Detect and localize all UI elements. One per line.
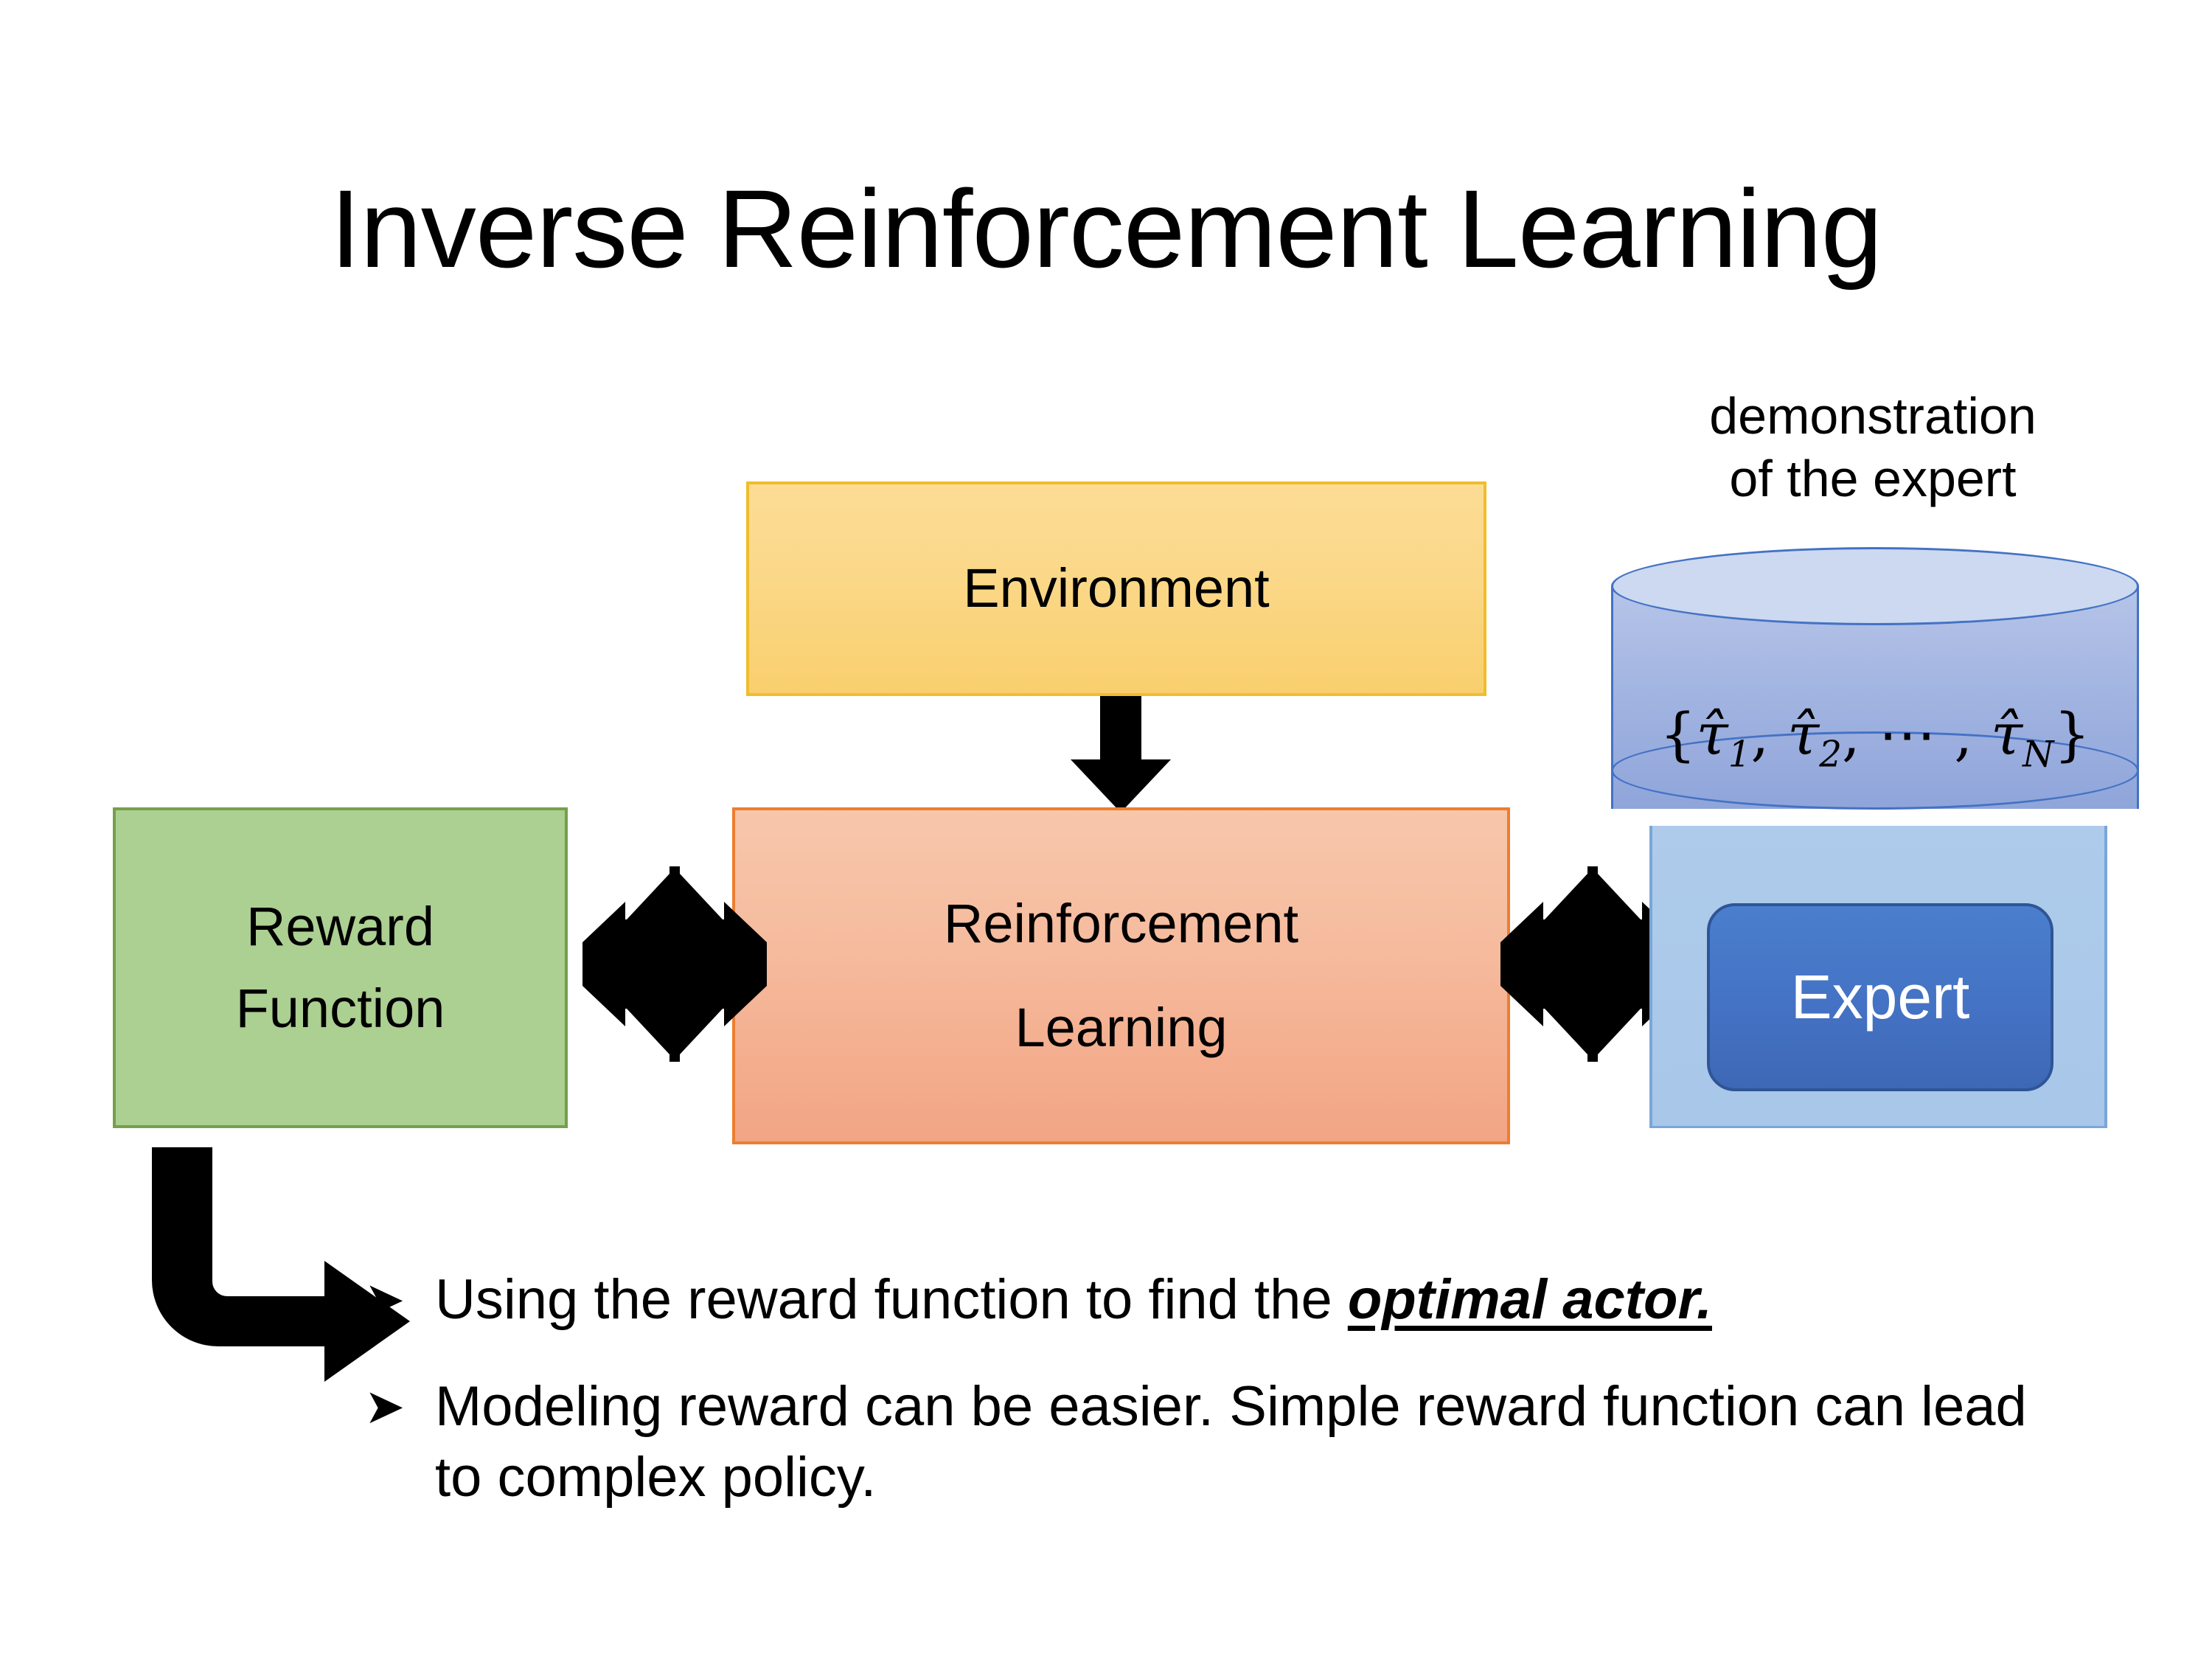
bullet-marker-icon: ➤ (364, 1272, 406, 1326)
reward-box-label-line2: Function (235, 977, 445, 1039)
bullet-list: ➤ Using the reward function to find the o… (361, 1265, 2057, 1549)
reward-function-box[interactable]: Reward Function (113, 807, 568, 1128)
expert-button[interactable]: Expert (1707, 903, 2053, 1091)
cylinder-label-sub2: 2 (1819, 734, 1842, 776)
down-arrow-icon (1071, 696, 1171, 813)
cylinder-label-tauN: τ̂ (1990, 702, 2023, 768)
quad-arrow-icon-right (1500, 866, 1685, 1062)
bullet-marker-icon-2: ➤ (364, 1378, 406, 1433)
demonstration-cylinder[interactable]: {τ̂1, τ̂2, ⋯ , τ̂N} (1611, 547, 2139, 848)
bent-arrow-icon (152, 1147, 410, 1382)
bullet-1-text: Using the reward function to find the (435, 1268, 1348, 1331)
bullet-2-text: Modeling reward can be easier. Simple re… (435, 1374, 2027, 1509)
quad-arrow-icon-left (582, 866, 767, 1062)
expert-caption-line2: of the expert (1729, 450, 2017, 508)
expert-caption: demonstration of the expert (1615, 385, 2131, 511)
cylinder-bottom-ellipse (1611, 731, 2139, 810)
bullet-item-2: ➤ Modeling reward can be easier. Simple r… (361, 1371, 2057, 1514)
cylinder-label-ellipsis: , ⋯ , (1842, 702, 1991, 768)
cylinder-top-ellipse (1611, 547, 2139, 625)
reward-box-label-line1: Reward (246, 896, 434, 958)
cylinder-label-tau2: τ̂ (1787, 702, 1820, 768)
page-title: Inverse Reinforcement Learning (330, 167, 1883, 291)
reinforcement-learning-box[interactable]: Reinforcement Learning (732, 807, 1510, 1144)
cylinder-label-open: { (1659, 702, 1697, 768)
cylinder-label: {τ̂1, τ̂2, ⋯ , τ̂N} (1611, 702, 2139, 776)
cylinder-label-sub1: 1 (1728, 734, 1751, 776)
environment-box-label: Environment (963, 557, 1270, 619)
cylinder-label-comma1: , (1750, 702, 1788, 768)
cylinder-label-tau1: τ̂ (1696, 702, 1728, 768)
environment-box[interactable]: Environment (746, 481, 1486, 696)
cylinder-label-subN: N (2023, 734, 2054, 776)
bullet-item-1: ➤ Using the reward function to find the o… (361, 1265, 2057, 1336)
expert-button-label: Expert (1790, 962, 1970, 1032)
bullet-1-emphasis: optimal actor. (1347, 1268, 1712, 1331)
rl-box-label-line2: Learning (1015, 996, 1228, 1058)
cylinder-label-close: } (2053, 702, 2091, 768)
expert-caption-line1: demonstration (1709, 387, 2037, 445)
rl-box-label-line1: Reinforcement (943, 893, 1299, 955)
